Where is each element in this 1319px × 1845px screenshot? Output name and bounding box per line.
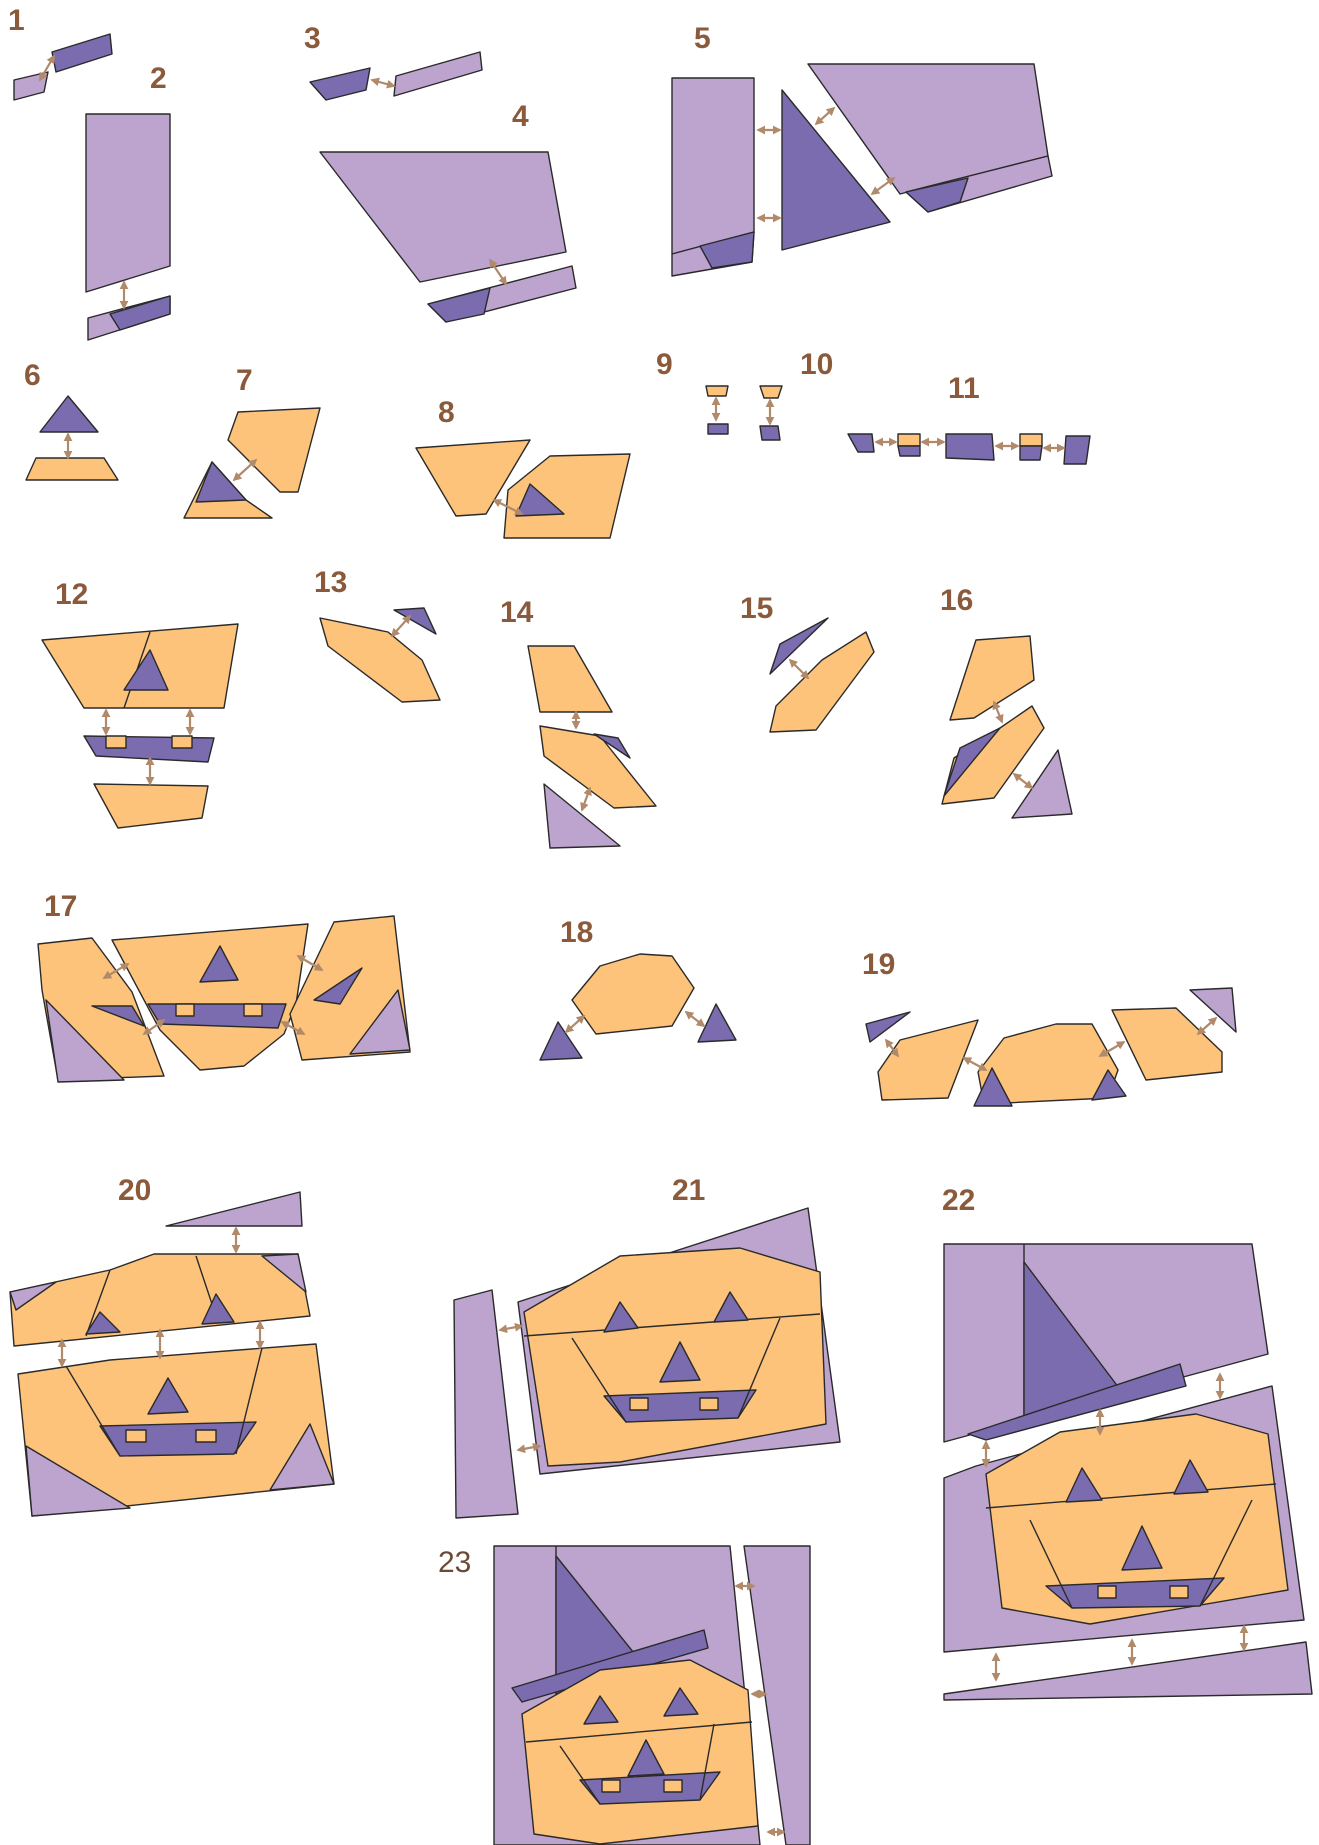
step-2-pieces — [86, 114, 170, 340]
step-number: 16 — [940, 584, 973, 617]
step-9-pieces — [706, 386, 728, 434]
step-number: 17 — [44, 890, 77, 923]
step-number: 23 — [438, 1546, 471, 1579]
step-17-pieces — [38, 916, 410, 1082]
step-number: 22 — [942, 1184, 975, 1217]
step-22-pieces — [944, 1244, 1312, 1700]
step-number: 7 — [236, 364, 253, 397]
step-number: 2 — [150, 62, 167, 95]
step-11-pieces — [848, 434, 1090, 464]
step-4-pieces — [320, 152, 576, 322]
step-15-pieces — [770, 618, 874, 732]
step-18-pieces — [540, 954, 736, 1060]
step-number: 11 — [948, 372, 980, 405]
step-14-pieces — [528, 646, 656, 848]
step-3-pieces — [310, 52, 482, 100]
step-23-pieces — [494, 1546, 810, 1845]
step-number: 14 — [500, 596, 534, 629]
step-number: 6 — [24, 359, 41, 392]
step-number: 12 — [55, 578, 88, 611]
step-16-pieces — [942, 636, 1072, 818]
step-number: 13 — [314, 566, 347, 599]
step-7-pieces — [184, 408, 320, 518]
step-13-pieces — [320, 608, 440, 702]
step-number: 1 — [8, 4, 25, 37]
step-number: 21 — [672, 1174, 705, 1207]
step-number: 8 — [438, 396, 455, 429]
step-8-pieces — [416, 440, 630, 538]
step-20-pieces — [10, 1192, 334, 1516]
step-5-pieces — [672, 64, 1052, 276]
step-10-pieces — [760, 386, 782, 440]
step-number: 20 — [118, 1174, 151, 1207]
step-21-pieces — [454, 1208, 840, 1518]
step-number: 15 — [740, 592, 773, 625]
step-12-pieces — [42, 624, 238, 828]
step-number: 19 — [862, 948, 895, 981]
step-1-pieces — [14, 34, 112, 100]
step-number: 4 — [512, 100, 529, 133]
step-number: 3 — [304, 22, 321, 55]
step-number: 9 — [656, 348, 673, 381]
step-number: 5 — [694, 22, 711, 55]
step-number: 10 — [800, 348, 833, 381]
step-number: 18 — [560, 916, 593, 949]
step-19-pieces — [866, 988, 1236, 1106]
step-6-pieces — [26, 396, 118, 480]
